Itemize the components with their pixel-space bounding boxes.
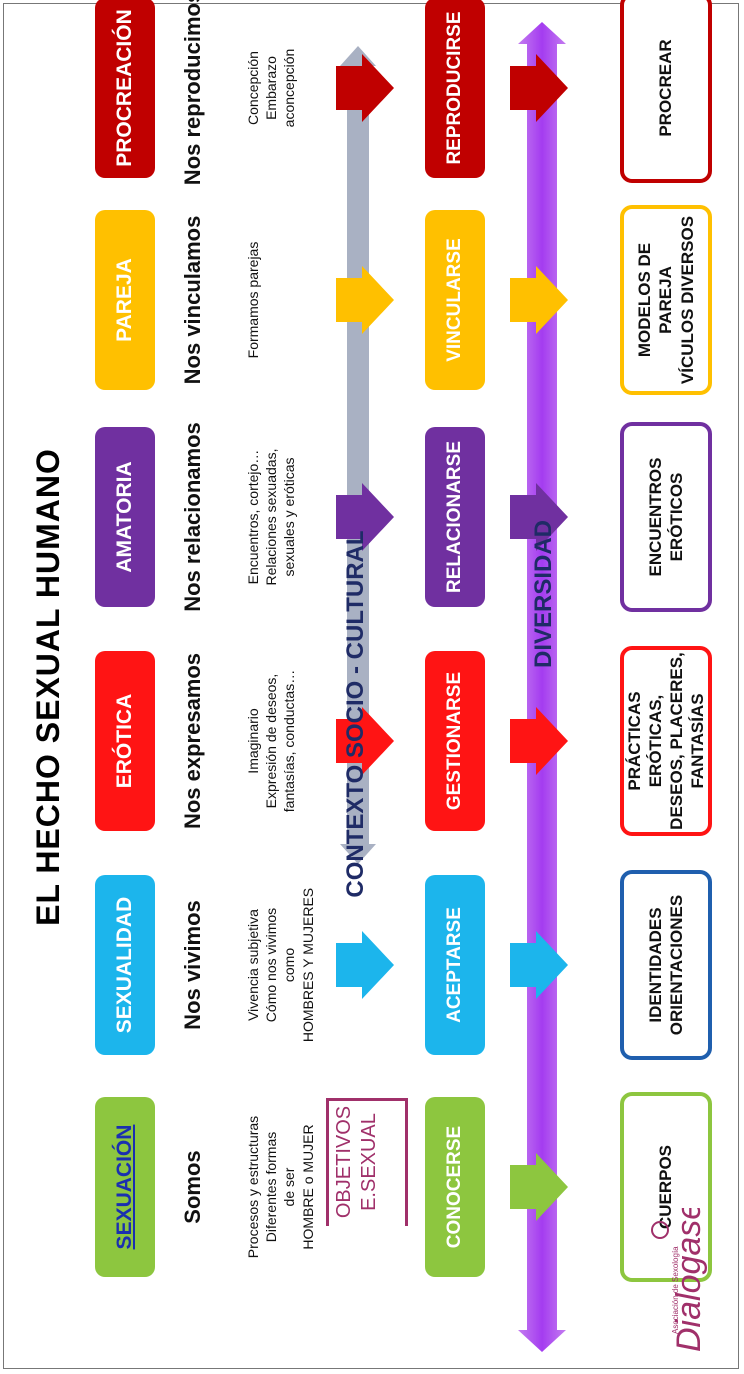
arrow-upper-4 (336, 483, 394, 551)
arrow-lower-5 (510, 266, 568, 334)
lead-5: Nos vinculamos (180, 215, 205, 385)
arrow-lower-1 (510, 1153, 568, 1221)
logo-mark: Dialogasex Asociación de Sexología (651, 1183, 708, 1352)
lead-1: Somos (180, 1150, 205, 1224)
description-4: Encuentros, cortejo… Relaciones sexuadas… (245, 448, 298, 586)
page-title: EL HECHO SEXUAL HUMANO (30, 448, 66, 926)
outcome-3: PRÁCTICAS ERÓTICAS, DESEOS, PLACERES, FA… (620, 646, 712, 836)
arrow-lower-3 (510, 707, 568, 775)
category-2: SEXUALIDAD (95, 875, 155, 1055)
verb-3: GESTIONARSE (425, 651, 485, 831)
svg-text:Asociación de Sexología: Asociación de Sexología (671, 1246, 680, 1334)
page-frame (3, 3, 739, 1369)
description-1: Procesos y estructuras Diferentes formas… (245, 1115, 316, 1259)
arrow-upper-5 (336, 266, 394, 334)
diversity-band-label: DIVERSIDAD (530, 519, 557, 669)
objectives-label: OBJETIVOS E.SEXUAL (333, 1105, 380, 1219)
description-2: Vivencia subjetiva Cómo nos vivimos como… (245, 887, 316, 1043)
arrow-upper-3 (336, 707, 394, 775)
outcome-2: IDENTIDADES ORIENTACIONES (620, 870, 712, 1060)
category-6: PROCREACIÓN (95, 0, 155, 178)
outcome-4: ENCUENTROS ERÓTICOS (620, 422, 712, 612)
outcome-6: PROCREAR (620, 0, 712, 183)
verb-6: REPRODUCIRSE (425, 0, 485, 178)
category-5: PAREJA (95, 210, 155, 390)
arrow-upper-2 (336, 931, 394, 999)
svg-text:Dialogasex: Dialogasex (670, 1208, 708, 1352)
arrow-lower-4 (510, 483, 568, 551)
arrow-lower-6 (510, 54, 568, 122)
verb-2: ACEPTARSE (425, 875, 485, 1055)
arrow-upper-6 (336, 54, 394, 122)
dialogasex-logo: Dialogasex Asociación de Sexología (582, 1183, 732, 1358)
description-6: Concepción Embarazo aconcepción (245, 48, 298, 128)
verb-1: CONOCERSE (425, 1097, 485, 1277)
verb-4: RELACIONARSE (425, 427, 485, 607)
context-band-label: CONTEXTO SOCIO - CULTURAL (342, 530, 369, 898)
category-3: ERÓTICA (95, 651, 155, 831)
outcome-5: MODELOS DE PAREJA VÍCULOS DIVERSOS (620, 205, 712, 395)
lead-4: Nos relacionamos (180, 422, 205, 612)
lead-2: Nos vivimos (180, 900, 205, 1030)
description-3: Imaginario Expresión de deseos, fantasía… (245, 669, 298, 813)
context-band-arrow (340, 46, 376, 864)
category-4: AMATORIA (95, 427, 155, 607)
description-5: Formamos parejas (245, 241, 261, 359)
diversity-band-arrow (518, 22, 566, 1352)
category-1: SEXUACIÓN (95, 1097, 155, 1277)
lead-6: Nos reproducimos (180, 0, 205, 186)
verb-5: VINCULARSE (425, 210, 485, 390)
lead-3: Nos expresamos (180, 652, 205, 830)
arrow-lower-2 (510, 931, 568, 999)
